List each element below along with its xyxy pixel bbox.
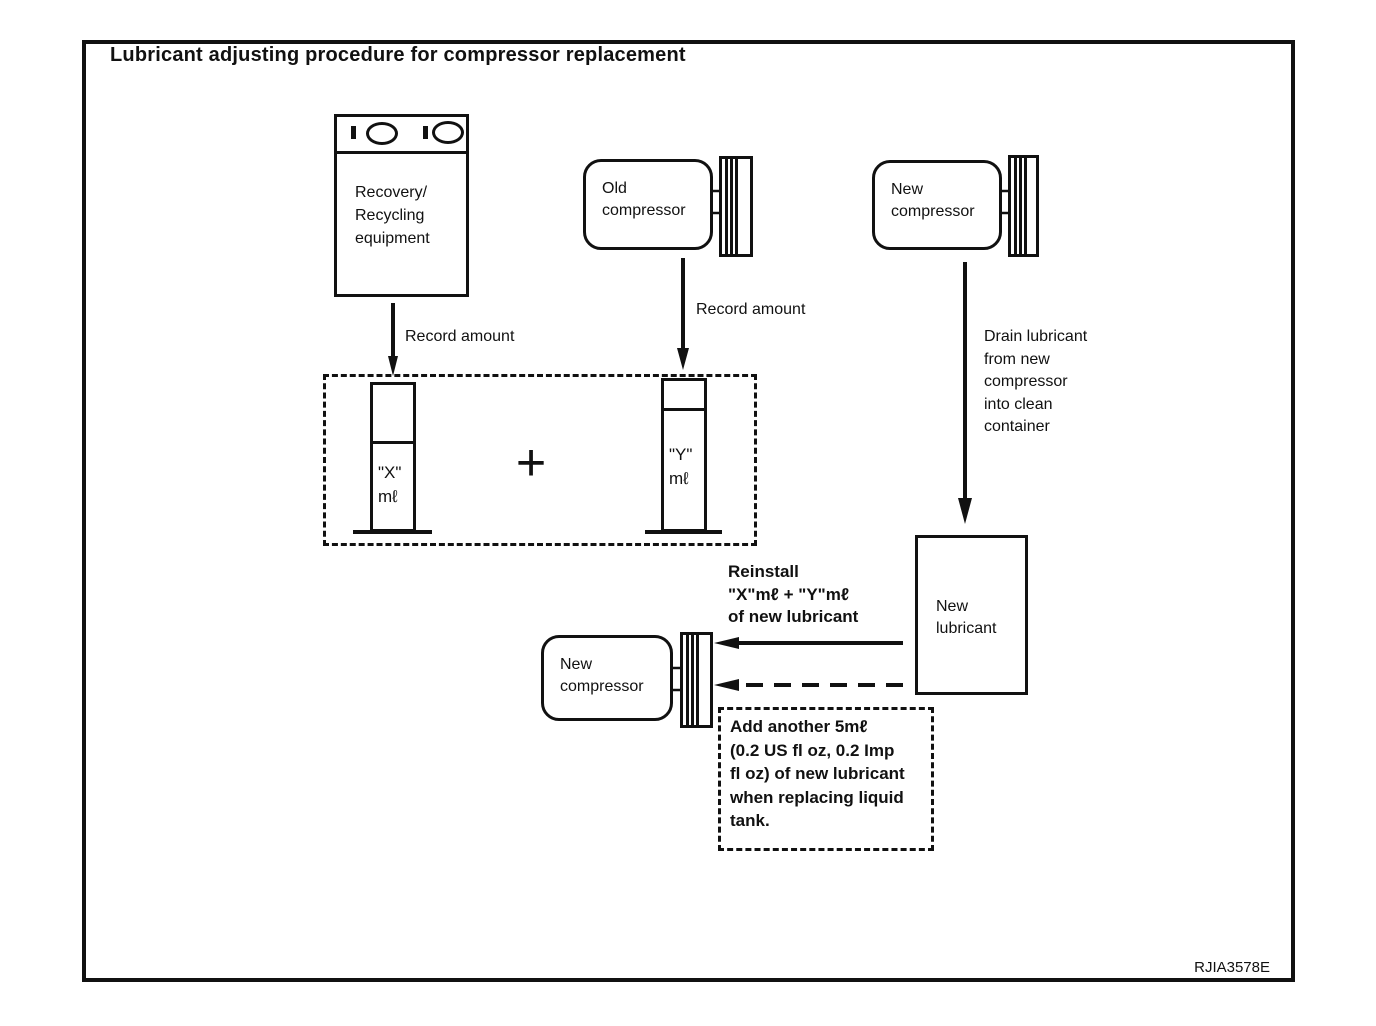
pulley-groove xyxy=(691,635,694,725)
record-amount-right-label: Record amount xyxy=(696,301,806,318)
switch-icon xyxy=(351,126,356,139)
record-amount-left-label: Record amount xyxy=(405,328,515,345)
new-compressor-bottom-label: New compressor xyxy=(560,656,644,695)
cylinder-x: "X" mℓ xyxy=(370,382,416,532)
pulley-groove xyxy=(735,159,738,254)
switch-icon xyxy=(423,126,428,139)
add-lubricant-note: Add another 5mℓ (0.2 US fl oz, 0.2 Imp f… xyxy=(730,717,905,830)
gauge-icon xyxy=(432,121,464,144)
new-compressor-top-label: New compressor xyxy=(891,181,975,220)
pulley-groove xyxy=(696,635,699,725)
pulley-groove xyxy=(1019,158,1022,254)
cylinder-y-label: "Y" mℓ xyxy=(669,445,693,488)
reinstall-note: Reinstall "X"mℓ + "Y"mℓ of new lubricant xyxy=(728,562,859,626)
gauge-icon xyxy=(366,122,398,145)
arrow-down-recovery xyxy=(388,303,398,376)
new-compressor-top-box: New compressor xyxy=(872,160,1002,250)
old-compressor-box: Old compressor xyxy=(583,159,713,250)
recovery-equipment-box: Recovery/ Recycling equipment xyxy=(334,114,469,297)
fill-level-line xyxy=(373,441,413,444)
new-compressor-bottom-pulley xyxy=(680,632,713,728)
cylinder-x-label: "X" mℓ xyxy=(378,463,402,506)
old-compressor-label: Old compressor xyxy=(602,180,686,219)
arrow-left-add-lubricant xyxy=(714,679,903,691)
new-lubricant-box: New lubricant xyxy=(915,535,1028,695)
pulley-connector-lines xyxy=(673,189,1008,692)
arrow-down-old-compressor xyxy=(677,258,689,370)
arrow-down-drain xyxy=(958,262,972,524)
drain-note: Drain lubricant from new compressor into… xyxy=(984,328,1088,435)
pulley-groove xyxy=(1024,158,1027,254)
figure-code: RJIA3578E xyxy=(1194,959,1270,976)
equipment-panel xyxy=(337,117,466,154)
pulley-groove xyxy=(1014,158,1017,254)
recovery-equipment-label: Recovery/ Recycling equipment xyxy=(355,184,430,247)
plus-sign: + xyxy=(515,434,547,492)
add-lubricant-note-box: Add another 5mℓ (0.2 US fl oz, 0.2 Imp f… xyxy=(718,707,934,851)
diagram-title: Lubricant adjusting procedure for compre… xyxy=(110,44,686,66)
cylinder-y: "Y" mℓ xyxy=(661,378,707,532)
arrow-left-reinstall xyxy=(714,637,903,649)
fill-level-line xyxy=(664,408,704,411)
pulley-groove xyxy=(725,159,728,254)
pulley-groove xyxy=(730,159,733,254)
pulley-groove xyxy=(686,635,689,725)
old-compressor-pulley xyxy=(719,156,753,257)
new-lubricant-label: New lubricant xyxy=(936,598,997,637)
measuring-area-box xyxy=(323,374,757,546)
new-compressor-top-pulley xyxy=(1008,155,1039,257)
new-compressor-bottom-box: New compressor xyxy=(541,635,673,721)
